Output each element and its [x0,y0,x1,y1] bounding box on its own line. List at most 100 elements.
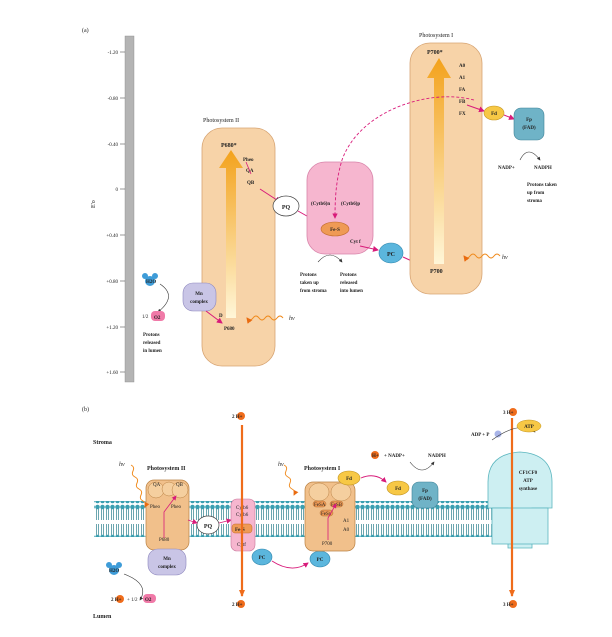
pc-label: PC [387,252,395,258]
proton-badge [116,595,124,603]
cytb6n-label: (Cytb6)n [311,202,330,207]
electron-arrow [205,310,223,324]
panel-b-label: (b) [82,406,89,413]
synthase-label: CF1CF0 [519,471,538,476]
mn-b-label: Mn [163,557,171,562]
tick-label: +0.80 [106,280,118,285]
light-wave-psii-b [130,464,150,508]
qb-label: QB [247,181,255,186]
pq-carrier-b [196,515,220,535]
psi-title: Photosystem I [419,33,453,39]
p680-star-label: P680* [221,143,237,149]
psi-carrier-label: FB [459,100,466,105]
psii-b-label: QB [176,483,184,488]
protons-released-label: released [340,281,358,286]
electron-arrow [218,518,232,524]
electron-arrow [466,104,485,113]
potential-axis-bar [124,35,135,383]
pc-b2-label: PC [317,558,324,563]
water-eq-label: 2 H+ [111,598,122,603]
protons-cycle-arrow [317,254,343,263]
pheo-label: Pheo [243,158,254,163]
psi-b-label: A1 [343,519,350,524]
pq-label: PQ [282,205,291,211]
pc-carrier [378,242,404,264]
proton-badge [509,600,517,608]
psi-b-label: A0 [343,528,350,533]
psi-box [409,42,483,295]
tick-label: +1.20 [106,326,118,331]
psii-box [201,127,276,367]
protons-taken-label: Protons taken [527,183,557,188]
fd-label: Fd [491,112,497,117]
p680-label: P680 [224,327,235,332]
psi-carrier-label: A0 [459,64,466,69]
proton-arrowhead [239,590,245,597]
pq-carrier [272,195,300,217]
p700-star-label: P700* [427,50,443,56]
nadp-label: NADP+ [498,166,515,171]
pq-b-label: PQ [204,524,213,530]
two-h-bottom: 2 H+ [232,603,243,608]
psi-carrier-label: FX [459,112,466,117]
fd-carrier-b2 [386,480,410,496]
stroma-label: Stroma [93,440,112,446]
psi-b-label: FeSB [331,503,343,508]
cytf-label: Cyt f [350,240,361,245]
tick-label: +0.40 [106,234,118,239]
adp-label: ADP + P [471,433,489,438]
nadph-b-label: NADPH [428,454,446,459]
psii-energy-arrow [219,150,243,318]
protons-lumen-label: in lumen [143,349,162,354]
fd-carrier [483,105,505,121]
psi-b-label: FeSx [321,512,332,517]
fp-label: (FAD) [522,126,536,131]
psii-b-label: P680 [159,538,170,543]
protons-taken-label: stroma [527,199,542,204]
nadph-label: NADPH [534,166,552,171]
two-h-top: 2 H+ [232,415,243,420]
fp-enzyme-b [411,481,439,509]
p700-label: P700 [430,269,443,275]
psii-title: Photosystem II [203,118,239,124]
fd-carrier-b1 [337,470,361,486]
psi-b-label: P700 [322,542,333,547]
h2o-label: H2O [146,280,156,285]
electron-arrow [187,519,198,525]
water-molecule-icon [142,273,158,286]
water-molecule-icon-b [106,562,122,575]
proton-arrowhead [509,590,515,597]
nadp-eq-label: + NADP+ [384,454,405,459]
synthase-label: synthase [519,487,538,492]
fes-label: Fe-S [330,228,340,233]
psi-title-b: Photosystem I [304,466,341,472]
atp-label: ATP [524,425,534,430]
psii-title-b: Photosystem II [147,466,186,472]
three-h-bottom: 3 H+ [503,603,514,608]
electron-arrow [503,114,515,120]
o2-coefficient: 1/2 [142,315,149,320]
water-oxidation-arrow [157,283,169,313]
pc-diffusion-arrow [271,560,309,569]
fp-b-label: Fp [422,489,428,494]
hv-label-psi-b: hv [278,462,284,468]
atp-badge [516,419,542,433]
fd-transfer-arrow [360,475,387,483]
mn-complex [182,282,217,312]
water-oxidation-arrow-b [123,573,144,601]
axis-label: E'o [91,200,97,208]
mn-complex-label: Mn [195,292,203,297]
lumen-label: Lumen [93,614,112,620]
proton-badge [237,600,245,608]
psi-carrier-label: A1 [459,76,466,81]
protons-stroma-label: taken up [300,281,319,286]
protons-lumen-label: released [143,341,161,346]
cyclic-electron-path [332,96,475,219]
hv-label-b: hv [119,462,125,468]
psi-b-electron-path [327,503,337,540]
psii-electron-path [245,161,252,175]
light-wave-psi [463,253,501,262]
nadp-reduction-arrow [519,151,541,161]
fp-enzyme [513,107,545,141]
